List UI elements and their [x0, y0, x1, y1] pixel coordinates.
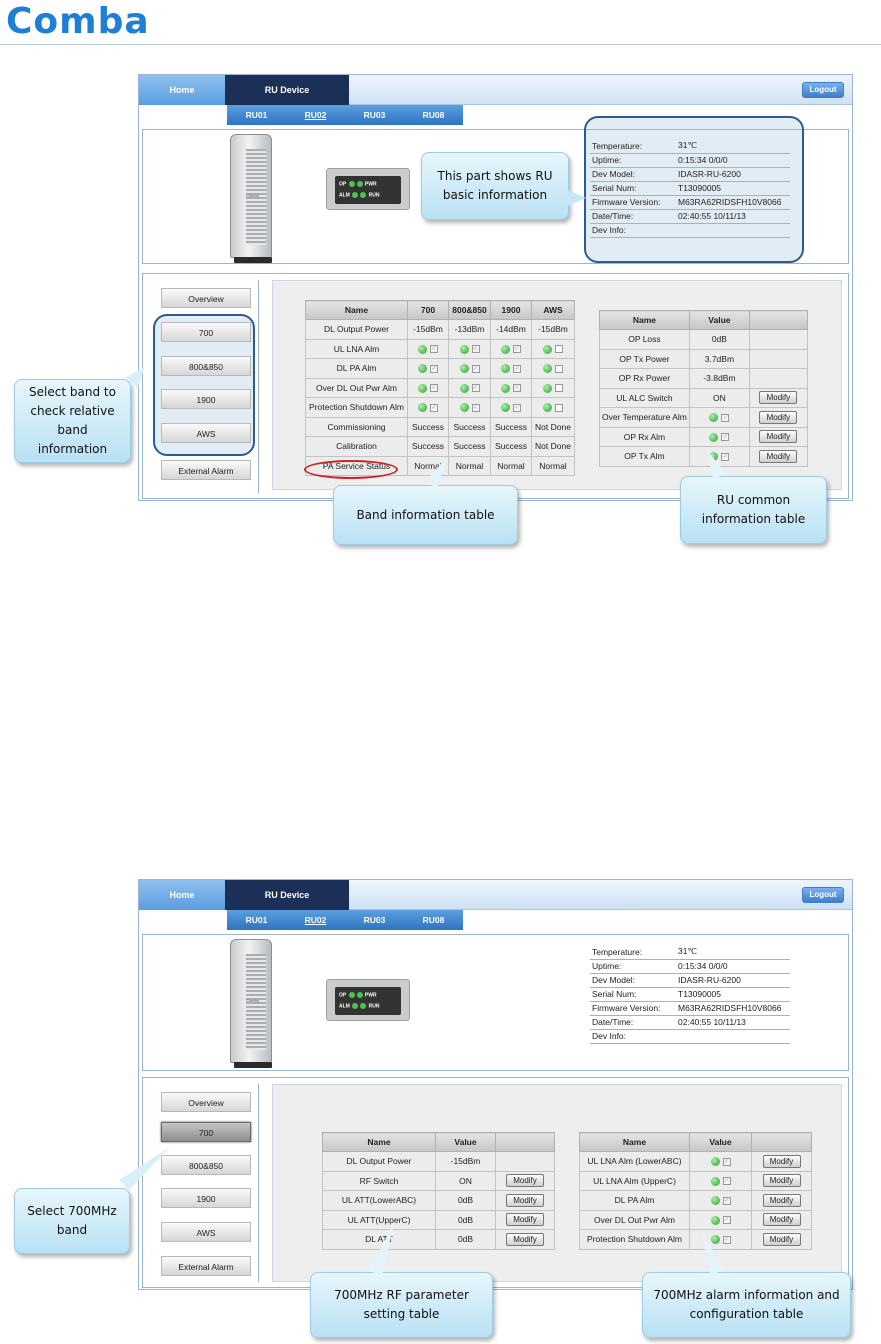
- tab-ru01[interactable]: RU01: [245, 110, 268, 120]
- modify-button[interactable]: Modify: [759, 430, 798, 444]
- callout-rf-table: 700MHz RF parameter setting table: [310, 1272, 493, 1338]
- band-info-table: Name 700 800&850 1900 AWS DL Output Powe…: [305, 300, 575, 476]
- sidebar-overview[interactable]: Overview: [161, 288, 251, 308]
- pwr-led-icon: [356, 181, 363, 187]
- sidebar-overview[interactable]: Overview: [161, 1092, 251, 1112]
- logout-button[interactable]: Logout: [802, 887, 844, 903]
- ru-subtabs: RU01 RU02 RU03 RU08: [227, 910, 463, 930]
- modify-button[interactable]: Modify: [762, 1174, 801, 1188]
- header-rule: [0, 44, 881, 45]
- tab-ru08[interactable]: RU08: [422, 110, 445, 120]
- callout-band-table: Band information table: [333, 485, 518, 545]
- alarm-config-table: Name Value UL LNA Alm (LowerABC)✓Modify …: [579, 1132, 812, 1250]
- led-panel: OP PWR ALM RUN: [326, 979, 410, 1021]
- ru-subtabs: RU01 RU02 RU03 RU08: [227, 105, 463, 125]
- sidebar-700[interactable]: 700: [161, 322, 251, 342]
- modify-button[interactable]: Modify: [759, 410, 798, 424]
- run-led-icon: [360, 192, 367, 198]
- alm-led-icon: [352, 192, 359, 198]
- sidebar-aws[interactable]: AWS: [161, 1222, 251, 1242]
- modify-button[interactable]: Modify: [759, 449, 798, 463]
- modify-button[interactable]: Modify: [506, 1213, 544, 1227]
- sidebar-aws[interactable]: AWS: [161, 423, 251, 443]
- op-led-icon: [348, 181, 355, 187]
- screenshot-700mhz: Home RU Device Logout RU01 RU02 RU03 RU0…: [138, 879, 853, 1290]
- modify-button[interactable]: Modify: [759, 391, 798, 405]
- sidebar-800-850[interactable]: 800&850: [161, 356, 251, 376]
- screenshot-overview: Home RU Device Logout RU01 RU02 RU03 RU0…: [138, 74, 853, 501]
- sidebar-700[interactable]: 700: [161, 1122, 251, 1142]
- ru-device-tab[interactable]: RU Device: [225, 880, 349, 910]
- modify-button[interactable]: Modify: [762, 1193, 801, 1207]
- modify-button[interactable]: Modify: [506, 1193, 544, 1207]
- ru-info-panel: Comba OP PWR ALM RUN Temperature:31℃ Upt…: [142, 116, 849, 264]
- callout-basic-info: This part shows RU basic information: [421, 152, 569, 220]
- modify-button[interactable]: Modify: [762, 1232, 801, 1246]
- tab-ru01[interactable]: RU01: [245, 915, 268, 925]
- ru-device-tab[interactable]: RU Device: [225, 75, 349, 105]
- top-nav: Home RU Device Logout: [139, 880, 852, 910]
- band-content-area: Name Value DL Output Power-15dBm RF Swit…: [272, 1084, 842, 1282]
- callout-alarm-table: 700MHz alarm information and configurati…: [642, 1272, 851, 1338]
- logout-button[interactable]: Logout: [802, 82, 844, 98]
- rf-param-table: Name Value DL Output Power-15dBm RF Swit…: [322, 1132, 555, 1250]
- modify-button[interactable]: Modify: [506, 1174, 544, 1188]
- top-nav: Home RU Device Logout: [139, 75, 852, 105]
- sidebar-800-850[interactable]: 800&850: [161, 1155, 251, 1175]
- modify-button[interactable]: Modify: [762, 1154, 801, 1168]
- ru-info-table: Temperature:31℃ Uptime:0:15:34 0/0/0 Dev…: [590, 139, 790, 238]
- band-panel: Overview 700 800&850 1900 AWS External A…: [142, 273, 849, 499]
- callout-common-table: RU common information table: [680, 476, 827, 544]
- ru-device-image: Comba: [230, 134, 272, 263]
- ru-info-table: Temperature:31℃ Uptime:0:15:34 0/0/0 Dev…: [590, 945, 790, 1044]
- home-tab[interactable]: Home: [139, 880, 225, 910]
- ru-info-panel: Comba OP PWR ALM RUN Temperature:31℃ Upt…: [142, 934, 849, 1071]
- tab-ru02[interactable]: RU02: [304, 915, 327, 925]
- sidebar-external-alarm[interactable]: External Alarm: [161, 1256, 251, 1276]
- pa-status-highlight: [304, 460, 398, 479]
- callout-select-band: Select band to check relative band infor…: [14, 379, 131, 463]
- sidebar-external-alarm[interactable]: External Alarm: [161, 460, 251, 480]
- checkbox[interactable]: ✓: [430, 345, 438, 354]
- status-led-icon: [418, 344, 427, 354]
- comba-logo: Comba: [6, 1, 150, 42]
- tab-ru08[interactable]: RU08: [422, 915, 445, 925]
- callout-select-700: Select 700MHz band: [14, 1188, 130, 1254]
- modify-button[interactable]: Modify: [762, 1213, 801, 1227]
- band-content-area: Name 700 800&850 1900 AWS DL Output Powe…: [272, 280, 842, 490]
- sidebar-1900[interactable]: 1900: [161, 389, 251, 409]
- modify-button[interactable]: Modify: [506, 1232, 544, 1246]
- tab-ru03[interactable]: RU03: [363, 110, 386, 120]
- tab-ru03[interactable]: RU03: [363, 915, 386, 925]
- ru-device-image: Comba: [230, 939, 272, 1068]
- tab-ru02[interactable]: RU02: [304, 110, 327, 120]
- band-panel: Overview 700 800&850 1900 AWS External A…: [142, 1077, 849, 1288]
- led-panel: OP PWR ALM RUN: [326, 168, 410, 210]
- sidebar-1900[interactable]: 1900: [161, 1188, 251, 1208]
- home-tab[interactable]: Home: [139, 75, 225, 105]
